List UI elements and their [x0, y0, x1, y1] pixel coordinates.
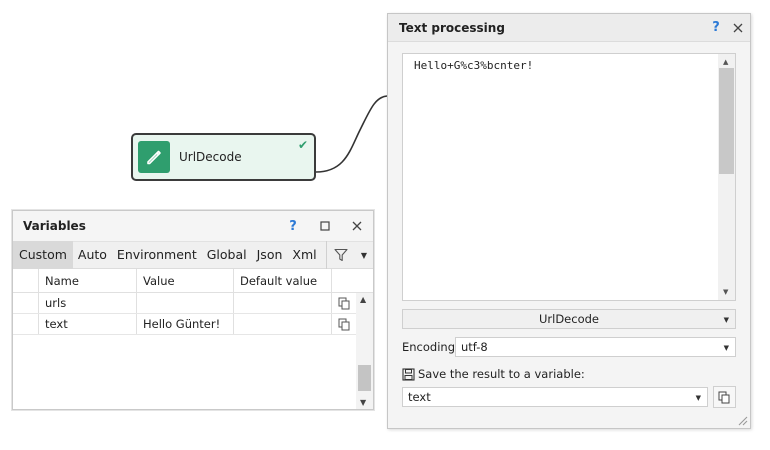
copy-icon — [718, 391, 730, 403]
copy-variable-button[interactable] — [713, 386, 736, 408]
variable-value[interactable]: Hello Günter! — [137, 314, 234, 334]
function-select[interactable]: UrlDecode ▼ — [402, 309, 736, 329]
row-selector — [13, 293, 39, 313]
text-processing-title: Text processing — [399, 20, 505, 35]
tab-separator — [325, 241, 327, 269]
encoding-label: Encoding: — [402, 340, 459, 354]
variable-default[interactable] — [234, 293, 332, 313]
variables-grid: Name Value Default value urls text Hello… — [13, 269, 373, 335]
chevron-down-icon[interactable]: ▼ — [360, 251, 367, 260]
scroll-up-icon[interactable]: ▲ — [723, 58, 729, 66]
grid-header-spacer — [13, 269, 39, 292]
variables-panel: Variables ? Custom Auto Environment Glob… — [12, 210, 374, 410]
scrollbar-thumb[interactable] — [358, 365, 371, 391]
grid-header-actions — [332, 269, 356, 292]
table-row[interactable]: text Hello Günter! — [13, 314, 373, 335]
scroll-up-icon[interactable]: ▲ — [360, 295, 367, 304]
text-processing-panel: Text processing ? Hello+G%c3%bcnter! ▲ ▼… — [387, 13, 751, 429]
scroll-down-icon[interactable]: ▼ — [723, 288, 729, 296]
scrollbar-thumb[interactable] — [719, 68, 734, 174]
variable-default[interactable] — [234, 314, 332, 334]
input-text-area[interactable]: Hello+G%c3%bcnter! ▲ ▼ — [402, 53, 736, 301]
chevron-down-icon[interactable]: ▼ — [723, 344, 729, 352]
node-label: UrlDecode — [179, 150, 242, 164]
resize-grip-icon[interactable] — [736, 414, 748, 426]
chevron-down-icon[interactable]: ▼ — [723, 316, 729, 324]
urldecode-node[interactable]: UrlDecode ✔ — [131, 133, 316, 181]
filter-icon[interactable] — [329, 241, 353, 269]
column-header-default[interactable]: Default value — [234, 269, 332, 292]
result-variable-select[interactable]: text ▼ — [402, 387, 708, 407]
encoding-select[interactable]: utf-8 ▼ — [455, 337, 736, 357]
column-header-name[interactable]: Name — [39, 269, 137, 292]
tab-environment[interactable]: Environment — [116, 247, 197, 262]
variables-panel-title: Variables — [23, 219, 86, 233]
copy-icon[interactable] — [332, 293, 356, 313]
scroll-down-icon[interactable]: ▼ — [360, 398, 367, 407]
tab-json[interactable]: Json — [256, 247, 283, 262]
tab-xml[interactable]: Xml — [292, 247, 317, 262]
copy-icon[interactable] — [332, 314, 356, 334]
result-variable-value: text — [408, 390, 431, 404]
row-selector — [13, 314, 39, 334]
check-icon: ✔ — [297, 138, 308, 152]
input-text[interactable]: Hello+G%c3%bcnter! — [414, 59, 534, 72]
close-icon[interactable] — [730, 20, 746, 36]
save-result-row: Save the result to a variable: — [402, 367, 585, 381]
save-result-label: Save the result to a variable: — [418, 367, 585, 381]
table-row[interactable]: urls — [13, 293, 373, 314]
text-processing-title-bar: Text processing ? — [388, 14, 750, 42]
help-icon[interactable]: ? — [289, 218, 297, 234]
floppy-icon — [402, 367, 415, 381]
help-icon[interactable]: ? — [712, 19, 720, 35]
variable-name[interactable]: text — [39, 314, 137, 334]
tab-custom[interactable]: Custom — [13, 241, 73, 269]
text-scrollbar[interactable]: ▲ ▼ — [718, 54, 735, 300]
variables-panel-title-bar: Variables ? — [13, 211, 373, 241]
tab-global[interactable]: Global — [206, 247, 247, 262]
variables-scrollbar[interactable]: ▲ ▼ — [356, 293, 373, 409]
chevron-down-icon[interactable]: ▼ — [695, 394, 701, 402]
function-value: UrlDecode — [538, 312, 599, 326]
close-icon[interactable] — [349, 218, 365, 234]
maximize-icon[interactable] — [317, 218, 333, 234]
variable-value[interactable] — [137, 293, 234, 313]
variables-tabs: Custom Auto Environment Global Json Xml … — [13, 241, 373, 269]
grid-header: Name Value Default value — [13, 269, 373, 293]
column-header-value[interactable]: Value — [137, 269, 234, 292]
variable-name[interactable]: urls — [39, 293, 137, 313]
encoding-value: utf-8 — [461, 340, 488, 354]
tab-auto[interactable]: Auto — [77, 247, 107, 262]
pencil-icon — [138, 141, 170, 173]
